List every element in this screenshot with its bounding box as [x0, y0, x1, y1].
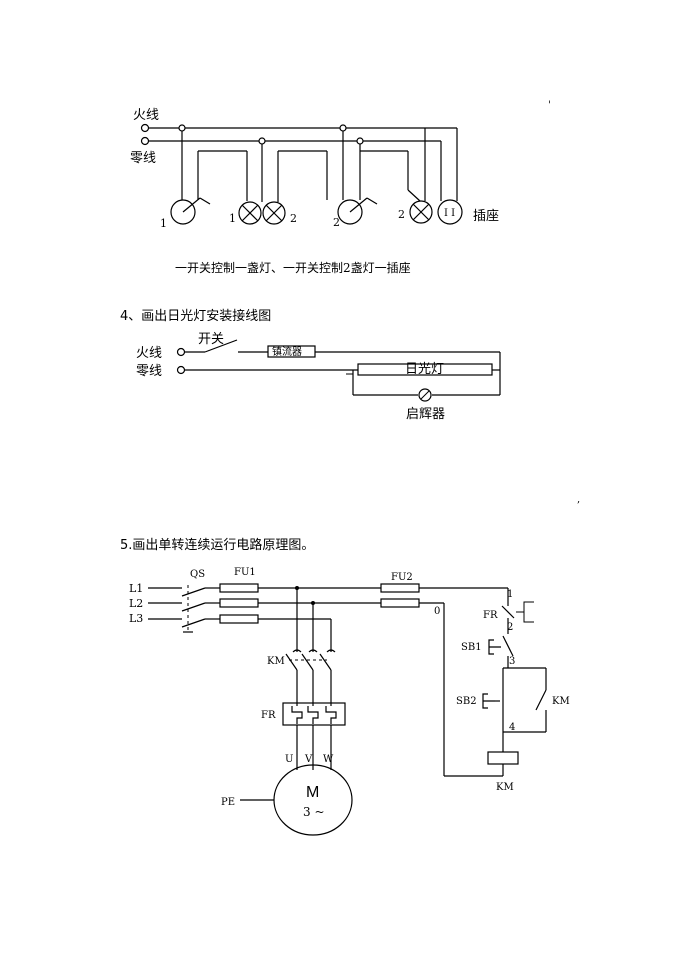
phase-l1-label: L1 — [129, 582, 143, 595]
wire — [407, 189, 421, 202]
km-aux-contact — [535, 689, 547, 711]
node-0-label: 0 — [434, 606, 440, 617]
fr-ctrl-actuator — [516, 601, 534, 623]
sb1-contact — [502, 635, 514, 657]
km-main-label: KM — [267, 656, 285, 667]
fuse-fu1-a — [219, 583, 259, 593]
km-contact-blade — [301, 653, 314, 671]
neutral-wire-label: 零线 — [136, 364, 162, 379]
motor-phase-label: 3 ~ — [303, 805, 325, 819]
diagram-1-caption: 一开关控制一盏灯、一开关控制2盏灯一插座 — [175, 260, 411, 275]
phase-l3-label: L3 — [129, 612, 143, 625]
terminal-w-label: W — [323, 754, 334, 765]
lamp-1-icon — [238, 201, 262, 225]
km-contact-arc — [292, 649, 302, 653]
phase-l2-label: L2 — [129, 597, 143, 610]
fuse-fu2-b — [380, 598, 420, 608]
switch-blade — [204, 339, 238, 353]
node-4-label: 4 — [509, 722, 515, 733]
lamp-2a-number: 2 — [290, 212, 297, 225]
ballast-label: 镇流器 — [272, 345, 302, 358]
node-3-label: 3 — [509, 656, 515, 667]
live-wire-label: 火线 — [133, 108, 159, 123]
lamp-2b-icon — [409, 200, 433, 224]
stray-mark: , — [577, 494, 580, 505]
switch-label: 开关 — [198, 332, 224, 347]
live-terminal — [140, 123, 150, 133]
switch-1-number: 1 — [160, 217, 167, 230]
lamp-2a-icon — [262, 201, 286, 225]
neutral-terminal — [140, 136, 150, 146]
starter-label: 启辉器 — [406, 407, 445, 422]
lighting-socket-diagram: 火线 零线 1 1 2 — [130, 108, 499, 275]
sb1-button — [488, 639, 501, 655]
fluorescent-lamp-diagram: 火线 零线 开关 镇流器 日光灯 启辉器 — [136, 332, 501, 422]
motor-control-diagram: L1 L2 L3 QS FU1 FU2 1 0 — [129, 567, 570, 836]
lamp-cross — [265, 204, 283, 222]
junction-dot — [178, 124, 186, 132]
neutral-terminal — [176, 365, 186, 375]
km-contact-arc — [308, 649, 318, 653]
socket-icon — [437, 199, 463, 225]
sb1-label: SB1 — [461, 642, 482, 653]
node-2-label: 2 — [507, 622, 513, 633]
fuse-fu1-c — [219, 614, 259, 624]
node-1-label: 1 — [507, 589, 513, 600]
junction-dot — [339, 124, 347, 132]
km-aux-label: KM — [552, 696, 570, 707]
qs-label: QS — [190, 569, 205, 580]
lamp-1-number: 1 — [229, 212, 236, 225]
km-contact-arc — [326, 649, 336, 653]
sb2-label: SB2 — [456, 696, 477, 707]
stray-mark: ' — [548, 100, 551, 111]
fuse-fu1-b — [219, 598, 259, 608]
live-wire-label: 火线 — [136, 346, 162, 361]
lamp-cross — [241, 204, 259, 222]
junction-dot — [258, 137, 266, 145]
lamp-cross — [412, 203, 430, 221]
live-terminal — [176, 347, 186, 357]
fr-main-label: FR — [261, 710, 276, 721]
fu1-label: FU1 — [234, 567, 256, 578]
section-4-heading: 4、画出日光灯安装接线图 — [120, 308, 271, 324]
fuse-fu2-a — [380, 583, 420, 593]
fr-element — [291, 706, 303, 724]
pe-label: PE — [221, 797, 235, 808]
switch-lever — [366, 197, 378, 205]
terminal-v-label: V — [304, 754, 313, 765]
km-coil-label: KM — [496, 782, 514, 793]
switch-2-number: 2 — [333, 216, 340, 229]
socket-holes: I I — [444, 208, 455, 219]
terminal-u-label: U — [285, 754, 293, 765]
starter-icon — [418, 388, 432, 402]
socket-label: 插座 — [473, 209, 499, 224]
sb2-button — [482, 693, 495, 709]
tube-label: 日光灯 — [405, 362, 444, 377]
switch-2-symbol — [337, 199, 363, 225]
km-coil — [487, 751, 519, 765]
neutral-wire-label: 零线 — [130, 151, 156, 166]
motor-m-label: M — [306, 784, 319, 801]
km-contact-blade — [285, 653, 298, 671]
qs-blade — [181, 618, 206, 628]
switch-lever — [349, 197, 368, 213]
qs-blade — [181, 602, 206, 612]
fr-element — [325, 706, 337, 724]
switch-lever — [199, 197, 211, 205]
fr-relay-box — [282, 702, 346, 726]
switch-lever — [182, 197, 201, 213]
lamp-2b-number: 2 — [398, 208, 405, 221]
qs-blade — [181, 587, 206, 597]
fu2-label: FU2 — [391, 572, 413, 583]
switch-1-symbol — [170, 199, 196, 225]
starter-slash — [420, 390, 430, 400]
fr-ctrl-label: FR — [483, 610, 498, 621]
fr-ctrl-contact — [501, 605, 515, 619]
fr-element — [307, 706, 319, 724]
km-contact-blade — [319, 653, 332, 671]
junction-dot — [356, 137, 364, 145]
section-5-heading: 5.画出单转连续运行电路原理图。 — [120, 537, 314, 553]
